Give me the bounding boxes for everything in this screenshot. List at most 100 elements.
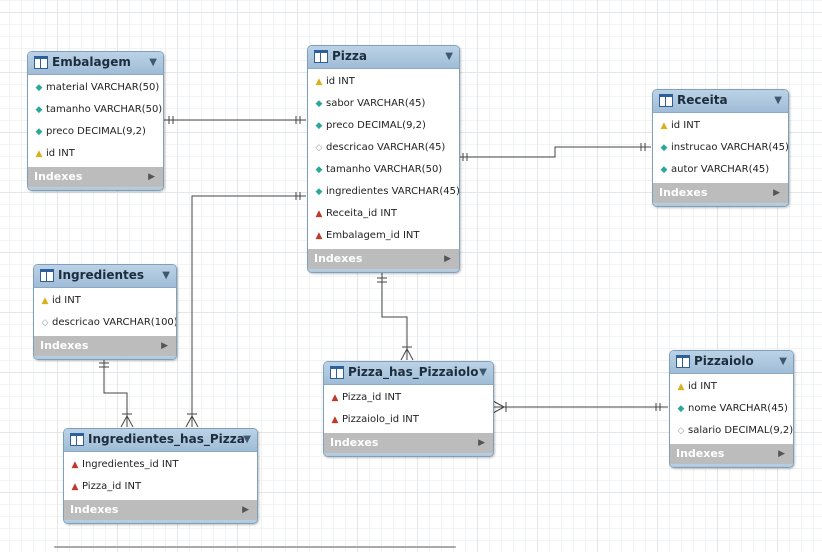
foreign-key-icon: ▲ — [315, 209, 323, 219]
key-icon: ▲ — [41, 296, 49, 306]
column-row[interactable]: ◇descricao VARCHAR(100) — [34, 312, 176, 334]
expand-arrow-icon[interactable]: ▶ — [242, 505, 249, 515]
table-pizzaiolo[interactable]: Pizzaiolo ▼ ▲id INT◆nome VARCHAR(45)◇sal… — [669, 350, 794, 468]
table-embalagem[interactable]: Embalagem ▼ ◆material VARCHAR(50)◆tamanh… — [27, 51, 164, 191]
column-label: id INT — [46, 148, 75, 159]
column-list: ▲id INT◇descricao VARCHAR(100) — [34, 288, 176, 336]
table-header[interactable]: Pizzaiolo ▼ — [670, 351, 793, 374]
table-header[interactable]: Embalagem ▼ — [28, 52, 163, 75]
expand-arrow-icon[interactable]: ▶ — [161, 341, 168, 351]
key-icon: ▲ — [677, 382, 685, 392]
not-null-column-icon: ◆ — [35, 127, 43, 137]
chevron-down-icon[interactable]: ▼ — [779, 356, 787, 367]
column-row[interactable]: ◆nome VARCHAR(45) — [670, 398, 793, 420]
chevron-down-icon[interactable]: ▼ — [774, 95, 782, 106]
column-label: tamanho VARCHAR(50) — [46, 104, 163, 115]
column-row[interactable]: ◆preco DECIMAL(9,2) — [308, 115, 459, 137]
column-label: id INT — [688, 381, 717, 392]
column-row[interactable]: ▲Receita_id INT — [308, 203, 459, 225]
chevron-down-icon[interactable]: ▼ — [149, 57, 157, 68]
table-header[interactable]: Receita ▼ — [653, 90, 788, 113]
relation-ingredientes-ingredientes-has-pizza — [103, 358, 128, 427]
column-row[interactable]: ▲Pizza_id INT — [64, 476, 257, 498]
table-header[interactable]: Ingredientes_has_Pizza ▼ — [64, 429, 257, 452]
column-row[interactable]: ◆tamanho VARCHAR(50) — [28, 99, 163, 121]
indexes-label: Indexes — [314, 252, 363, 265]
table-footer — [28, 187, 163, 190]
column-label: id INT — [671, 120, 700, 131]
indexes-section[interactable]: Indexes ▶ — [653, 183, 788, 203]
indexes-section[interactable]: Indexes ▶ — [670, 444, 793, 464]
foreign-key-icon: ▲ — [331, 415, 339, 425]
indexes-section[interactable]: Indexes ▶ — [28, 167, 163, 187]
chevron-down-icon[interactable]: ▼ — [162, 270, 170, 281]
column-label: nome VARCHAR(45) — [688, 403, 788, 414]
column-row[interactable]: ▲Embalagem_id INT — [308, 225, 459, 247]
table-icon — [676, 355, 690, 368]
column-list: ▲Ingredientes_id INT▲Pizza_id INT — [64, 452, 257, 500]
nullable-column-icon: ◇ — [315, 143, 323, 153]
not-null-column-icon: ◆ — [315, 187, 323, 197]
table-title: Ingredientes_has_Pizza — [88, 432, 245, 446]
indexes-label: Indexes — [676, 447, 725, 460]
table-receita[interactable]: Receita ▼ ▲id INT◆instrucao VARCHAR(45)◆… — [652, 89, 789, 207]
table-header[interactable]: Pizza ▼ — [308, 46, 459, 69]
column-label: autor VARCHAR(45) — [671, 164, 770, 175]
chevron-down-icon[interactable]: ▼ — [243, 434, 251, 445]
column-label: preco DECIMAL(9,2) — [46, 126, 146, 137]
expand-arrow-icon[interactable]: ▶ — [778, 449, 785, 459]
column-row[interactable]: ▲id INT — [653, 115, 788, 137]
table-header[interactable]: Ingredientes ▼ — [34, 265, 176, 288]
table-pizza-has-pizzaiolo[interactable]: Pizza_has_Pizzaiolo ▼ ▲Pizza_id INT▲Pizz… — [323, 361, 494, 457]
column-row[interactable]: ◆material VARCHAR(50) — [28, 77, 163, 99]
table-pizza[interactable]: Pizza ▼ ▲id INT◆sabor VARCHAR(45)◆preco … — [307, 45, 460, 273]
column-row[interactable]: ◇descricao VARCHAR(45) — [308, 137, 459, 159]
relation-pizza-pizza-has-pizzaiolo — [381, 272, 408, 360]
nullable-column-icon: ◇ — [677, 426, 685, 436]
indexes-section[interactable]: Indexes▶ — [324, 433, 493, 453]
table-title: Pizza_has_Pizzaiolo — [348, 365, 479, 379]
column-row[interactable]: ◆autor VARCHAR(45) — [653, 159, 788, 181]
table-ingredientes-has-pizza[interactable]: Ingredientes_has_Pizza ▼ ▲Ingredientes_i… — [63, 428, 258, 524]
indexes-section[interactable]: Indexes ▶ — [308, 249, 459, 269]
table-header[interactable]: Pizza_has_Pizzaiolo ▼ — [324, 362, 493, 385]
expand-arrow-icon[interactable]: ▶ — [773, 188, 780, 198]
column-row[interactable]: ◆instrucao VARCHAR(45) — [653, 137, 788, 159]
column-list: ◆material VARCHAR(50)◆tamanho VARCHAR(50… — [28, 75, 163, 167]
relation-pizza-receita — [458, 146, 651, 158]
column-row[interactable]: ▲Ingredientes_id INT — [64, 454, 257, 476]
table-footer — [670, 464, 793, 467]
table-footer — [308, 269, 459, 272]
expand-arrow-icon[interactable]: ▶ — [444, 254, 451, 264]
table-ingredientes[interactable]: Ingredientes ▼ ▲id INT◇descricao VARCHAR… — [33, 264, 177, 360]
table-title: Ingredientes — [58, 268, 145, 282]
horizontal-scrollbar[interactable] — [54, 546, 456, 548]
column-row[interactable]: ▲Pizzaiolo_id INT — [324, 409, 493, 431]
column-row[interactable]: ◆sabor VARCHAR(45) — [308, 93, 459, 115]
column-row[interactable]: ◆preco DECIMAL(9,2) — [28, 121, 163, 143]
column-row[interactable]: ▲id INT — [34, 290, 176, 312]
expand-arrow-icon[interactable]: ▶ — [148, 172, 155, 182]
table-title: Embalagem — [52, 55, 131, 69]
indexes-label: Indexes — [659, 186, 708, 199]
chevron-down-icon[interactable]: ▼ — [445, 51, 453, 62]
expand-arrow-icon[interactable]: ▶ — [478, 438, 485, 448]
column-label: descricao VARCHAR(100) — [52, 317, 177, 328]
column-row[interactable]: ▲id INT — [308, 71, 459, 93]
indexes-section[interactable]: Indexes▶ — [34, 336, 176, 356]
indexes-section[interactable]: Indexes ▶ — [64, 500, 257, 520]
column-row[interactable]: ◇salario DECIMAL(9,2) — [670, 420, 793, 442]
column-row[interactable]: ▲id INT — [670, 376, 793, 398]
table-title: Pizza — [332, 49, 367, 63]
column-row[interactable]: ▲Pizza_id INT — [324, 387, 493, 409]
column-row[interactable]: ◆tamanho VARCHAR(50) — [308, 159, 459, 181]
column-label: Embalagem_id INT — [326, 230, 420, 241]
relation-pizza-ingredientes-has-pizza — [191, 195, 306, 427]
indexes-label: Indexes — [70, 503, 119, 516]
indexes-label: Indexes — [34, 170, 83, 183]
not-null-column-icon: ◆ — [315, 99, 323, 109]
column-row[interactable]: ◆ingredientes VARCHAR(45) — [308, 181, 459, 203]
column-row[interactable]: ▲id INT — [28, 143, 163, 165]
not-null-column-icon: ◆ — [660, 143, 668, 153]
chevron-down-icon[interactable]: ▼ — [479, 367, 487, 378]
